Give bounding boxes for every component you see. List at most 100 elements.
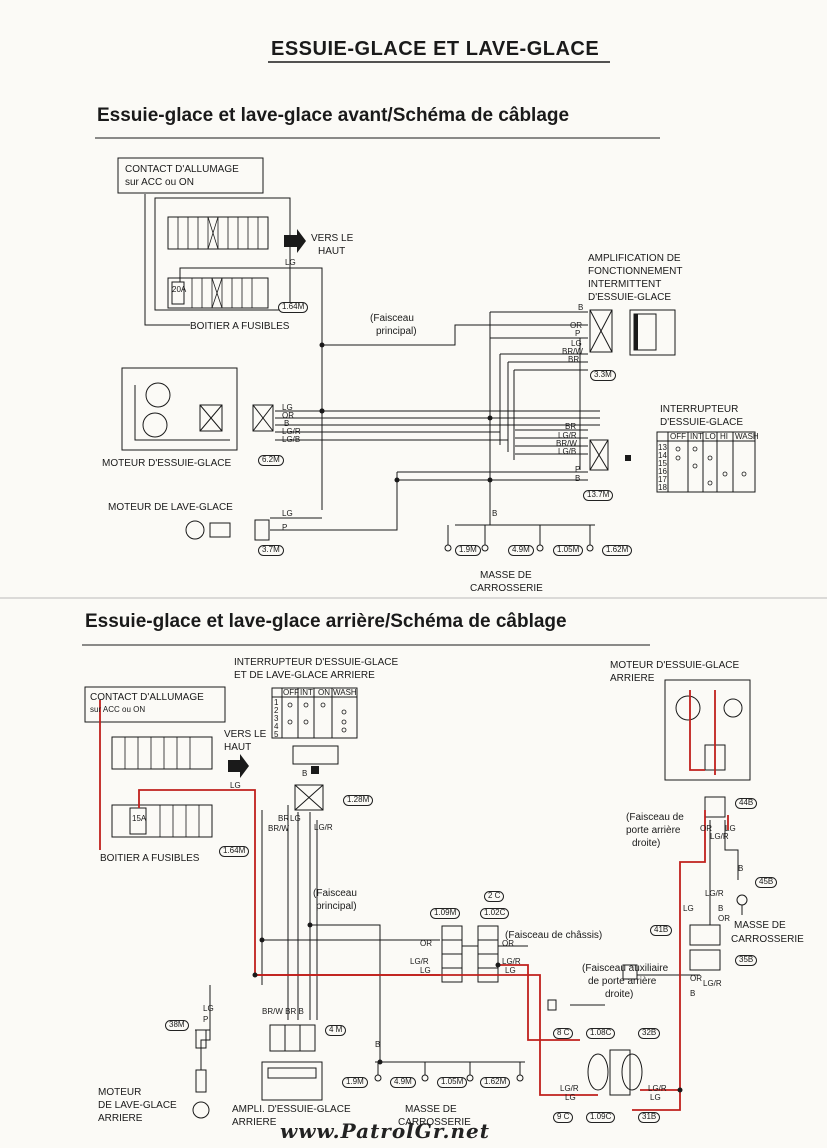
rear-amp-label: AMPLI. D'ESSUIE-GLACE	[232, 1104, 351, 1115]
wire-label: LG	[505, 966, 516, 975]
wire-label: LG	[230, 781, 241, 790]
wire-label: BR/W	[268, 824, 289, 833]
wire-label: OR	[718, 914, 730, 923]
ref-tag: 13.7M	[583, 490, 614, 501]
wire-label: OR	[282, 411, 294, 420]
front-washer-label: MOTEUR DE LAVE-GLACE	[108, 502, 233, 513]
front-table-row: 17	[658, 475, 667, 484]
ref-tag: 1.08C	[586, 1028, 616, 1039]
rear-haut-label: HAUT	[224, 742, 252, 753]
watermark: www.PatrolGr.net	[280, 1119, 491, 1143]
front-table-header: INT	[690, 432, 703, 441]
ref-tag: 4 M	[325, 1025, 347, 1036]
front-table-row: 15	[658, 459, 667, 468]
wire-label: OR	[502, 939, 514, 948]
ref-tag: 1.64M	[278, 302, 309, 313]
ref-tag: 1.09M	[430, 908, 461, 919]
wire-label: B	[375, 1040, 381, 1049]
wire-label: BR/W	[562, 347, 583, 356]
wire-label: LG	[725, 824, 736, 833]
ref-tag: 31B	[638, 1112, 661, 1123]
ref-tag: 4.9M	[508, 545, 534, 556]
rear-table-row: 3	[274, 714, 279, 723]
wire-label: BR	[278, 814, 290, 823]
ref-tag: 1.9M	[455, 545, 481, 556]
front-ignition-label: CONTACT D'ALLUMAGE	[125, 164, 239, 175]
wire-label: LG	[420, 966, 431, 975]
wire-label: OR	[420, 939, 432, 948]
front-table-row: 13	[658, 443, 667, 452]
ref-tag: 1.9M	[342, 1077, 368, 1088]
ref-tag: 2 C	[484, 891, 505, 902]
rear-door-harness-1: (Faisceau de	[626, 812, 684, 823]
rear-vers-label: VERS LE	[224, 729, 267, 740]
rear-washer-1: MOTEUR	[98, 1087, 142, 1098]
rear-ground-right-sub: CARROSSERIE	[731, 934, 804, 945]
ref-tag: 9 C	[553, 1112, 574, 1123]
wire-label: LG/R	[703, 979, 722, 988]
rear-fuse-rating: 15A	[132, 814, 147, 823]
rear-motor-sub: ARRIERE	[610, 673, 655, 684]
wire-label: P	[282, 523, 288, 532]
wire-label: LG	[290, 814, 301, 823]
front-ground-label: MASSE DE	[480, 570, 532, 581]
rear-ground-sub: CARROSSERIE	[398, 1117, 471, 1128]
wire-label: LG/R	[560, 1084, 579, 1093]
ref-tag: 6.2M	[258, 455, 284, 466]
rear-door-harness-2: porte arrière	[626, 825, 681, 836]
ref-tag: 1.02C	[480, 908, 510, 919]
front-switch-label: INTERRUPTEUR	[660, 404, 739, 415]
ref-tag: 3.3M	[590, 370, 616, 381]
rear-washer-2: DE LAVE-GLACE	[98, 1100, 177, 1111]
wire-label: LG/B	[558, 447, 577, 456]
ref-tag: 32B	[638, 1028, 661, 1039]
rear-washer-3: ARRIERE	[98, 1113, 143, 1124]
wire-label: BR	[568, 355, 580, 364]
wire-label: LG	[282, 509, 293, 518]
ref-tag: 3.7M	[258, 545, 284, 556]
rear-harness-sub: principal)	[316, 901, 357, 912]
wire-label: LG	[565, 1093, 576, 1102]
ref-tag: 1.64M	[219, 846, 250, 857]
ref-tag: 8 C	[553, 1028, 574, 1039]
front-table-header: OFF	[670, 432, 686, 441]
wire-label: LG	[571, 339, 582, 348]
wire-label: LG/R	[502, 957, 521, 966]
front-table-header: HI	[720, 432, 728, 441]
wire-label: LG	[650, 1093, 661, 1102]
wire-label: LG/R	[282, 427, 301, 436]
front-ignition-sub: sur ACC ou ON	[125, 177, 194, 188]
front-amp-line-1: AMPLIFICATION DE	[588, 253, 681, 264]
front-haut-label: HAUT	[318, 246, 346, 257]
ref-tag: 41B	[650, 925, 673, 936]
rear-motor-label: MOTEUR D'ESSUIE-GLACE	[610, 660, 740, 671]
rear-table-row: 2	[274, 706, 279, 715]
wire-label: B	[575, 474, 581, 483]
rear-switch-label: INTERRUPTEUR D'ESSUIE-GLACE	[234, 657, 399, 668]
front-amp-line-4: D'ESSUIE-GLACE	[588, 292, 672, 303]
rear-door-harness-3: droite)	[632, 838, 661, 849]
rear-table-header: WASH	[333, 688, 357, 697]
wire-label: LG	[683, 904, 694, 913]
front-amp-line-3: INTERMITTENT	[588, 279, 662, 290]
rear-ignition-sub: sur ACC ou ON	[90, 705, 146, 714]
wire-label: B	[738, 864, 744, 873]
wire-label: LG/R	[648, 1084, 667, 1093]
front-table-header: LO	[705, 432, 716, 441]
rear-aux-harness-2: de porte arrière	[588, 976, 657, 987]
rear-ground-right-label: MASSE DE	[734, 920, 786, 931]
wire-label: BR/W	[556, 439, 577, 448]
wire-label: LG/R	[410, 957, 429, 966]
wire-label: B	[284, 419, 290, 428]
wire-label: B	[690, 989, 696, 998]
wire-label: P	[575, 329, 581, 338]
wire-label: OR	[690, 974, 702, 983]
front-amp-line-2: FONCTIONNEMENT	[588, 266, 683, 277]
front-fuse-rating: 20A	[172, 285, 187, 294]
page-title: ESSUIE-GLACE ET LAVE-GLACE	[271, 38, 600, 60]
rear-ground-label: MASSE DE	[405, 1104, 457, 1115]
front-vers-label: VERS LE	[311, 233, 354, 244]
ref-tag: 1.62M	[480, 1077, 511, 1088]
front-switch-sub: D'ESSUIE-GLACE	[660, 417, 744, 428]
front-section-title: Essuie-glace et lave-glace avant/Schéma …	[97, 105, 570, 126]
